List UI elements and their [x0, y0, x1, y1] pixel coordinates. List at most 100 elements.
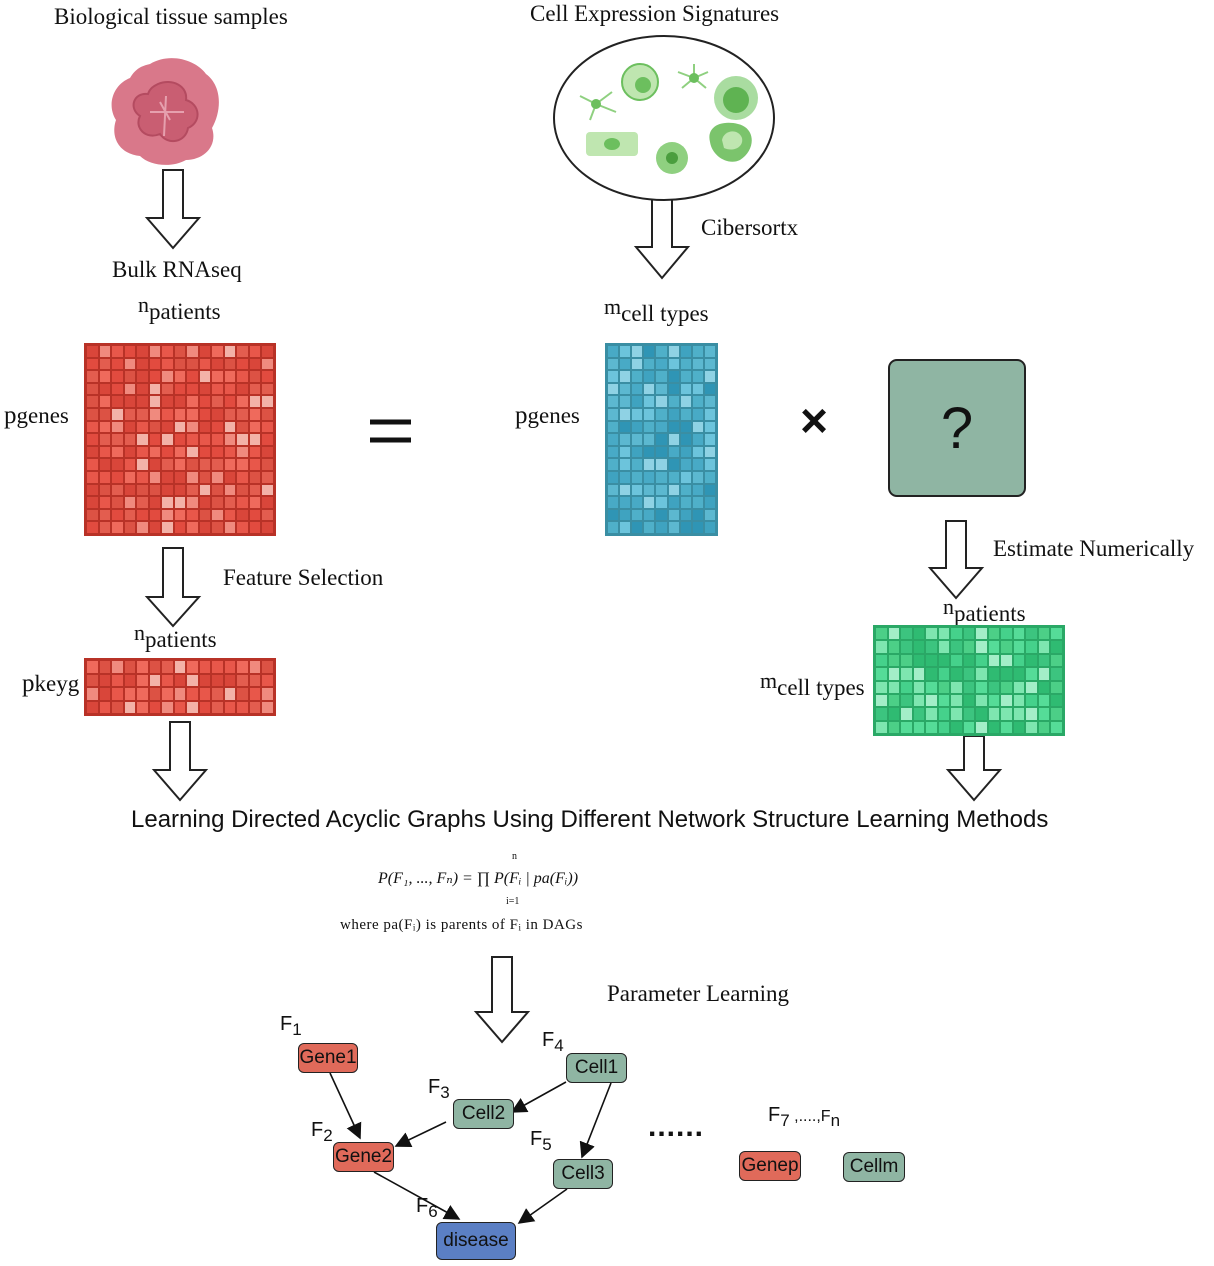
matrix-cell — [224, 446, 236, 458]
matrix-cell — [913, 681, 925, 693]
matrix-cell — [149, 396, 161, 407]
equals-sign — [370, 419, 411, 443]
matrix-cell — [913, 694, 925, 707]
matrix-cell — [87, 421, 98, 433]
matrix-cell — [262, 346, 273, 357]
edge-cell3-disease — [517, 1188, 568, 1224]
matrix-cell — [632, 446, 643, 458]
matrix-cell — [237, 674, 248, 686]
matrix-cell — [262, 409, 273, 420]
matrix-cell — [988, 628, 1000, 640]
matrix-cell — [644, 446, 655, 458]
matrix-cell — [632, 409, 643, 420]
matrix-cell — [124, 421, 136, 433]
matrix-cell — [262, 446, 273, 458]
matrix-cell — [187, 674, 198, 686]
matrix-cell — [876, 694, 887, 707]
block-arrow-fractions-to-dag — [945, 735, 1003, 802]
matrix-cell — [199, 396, 211, 407]
matrix-cell — [608, 434, 619, 445]
matrix-cell — [99, 497, 111, 508]
matrix-cell — [876, 654, 887, 667]
edge-cell1-cell3 — [579, 1082, 612, 1159]
matrix-cell — [237, 358, 248, 370]
matrix-cell — [692, 459, 703, 470]
matrix-cell — [99, 446, 111, 458]
matrix-cell — [199, 509, 211, 521]
matrix-cell — [704, 383, 715, 395]
matrix-cell — [262, 509, 273, 521]
matrix-cell — [608, 421, 619, 433]
matrix-cell — [87, 484, 98, 496]
matrix-cell — [668, 472, 679, 483]
matrix-cell — [212, 688, 223, 700]
matrix-cell — [668, 383, 679, 395]
matrix-cell — [704, 421, 715, 433]
matrix-cell — [99, 509, 111, 521]
matrix-cell — [249, 509, 261, 521]
matrix-cell — [187, 701, 198, 713]
formula-explanation: where pa(Fᵢ) is parents of Fᵢ in DAGs — [340, 917, 583, 933]
matrix-cell — [99, 371, 111, 382]
matrix-cell — [137, 688, 148, 700]
matrix-cell — [1038, 668, 1050, 680]
matrix-cell — [87, 459, 98, 470]
matrix-cell — [137, 661, 148, 673]
matrix-cell — [1026, 721, 1037, 733]
matrix-cell — [162, 701, 173, 713]
matrix-cell — [249, 371, 261, 382]
matrix-cell — [680, 346, 691, 357]
matrix-cell — [199, 674, 211, 686]
matrix-cell — [988, 668, 1000, 680]
matrix-cell — [632, 421, 643, 433]
matrix-cell — [901, 628, 912, 640]
matrix-cell — [656, 509, 667, 521]
matrix-cell — [112, 383, 123, 395]
matrix-cell — [262, 522, 273, 533]
matrix-cell — [644, 497, 655, 508]
matrix-cell — [212, 661, 223, 673]
matrix-cell — [187, 472, 198, 483]
matrix-cell — [888, 708, 900, 720]
matrix-cell — [174, 459, 186, 470]
matrix-cell — [87, 396, 98, 407]
matrix-cell — [99, 484, 111, 496]
matrix-cell — [249, 346, 261, 357]
matrix-cell — [224, 396, 236, 407]
matrix-cell — [620, 358, 631, 370]
matrix-cell — [1051, 694, 1062, 707]
matrix-cell — [668, 522, 679, 533]
matrix-cell — [632, 497, 643, 508]
matrix-cell — [951, 708, 962, 720]
matrix-cell — [1013, 641, 1025, 653]
matrix-cell — [162, 446, 173, 458]
matrix-cell — [149, 522, 161, 533]
matrix-cell — [668, 497, 679, 508]
signature-cols-label: mcell types — [604, 294, 709, 326]
matrix-cell — [212, 383, 223, 395]
matrix-cell — [976, 708, 987, 720]
matrix-cell — [199, 421, 211, 433]
matrix-cell — [262, 358, 273, 370]
matrix-cell — [913, 641, 925, 653]
matrix-cell — [262, 371, 273, 382]
matrix-cell — [249, 674, 261, 686]
matrix-cell — [644, 421, 655, 433]
matrix-cell — [99, 421, 111, 433]
matrix-cell — [680, 383, 691, 395]
matrix-cell — [87, 497, 98, 508]
matrix-cell — [608, 509, 619, 521]
matrix-cell — [187, 484, 198, 496]
edge-cell1-cell2 — [510, 1081, 567, 1113]
matrix-cell — [692, 434, 703, 445]
matrix-cell — [644, 484, 655, 496]
matrix-cell — [876, 628, 887, 640]
matrix-cell — [99, 701, 111, 713]
matrix-cell — [262, 459, 273, 470]
matrix-cell — [1038, 654, 1050, 667]
matrix-cell — [212, 522, 223, 533]
matrix-cell — [262, 688, 273, 700]
matrix-cell — [668, 509, 679, 521]
matrix-cell — [876, 721, 887, 733]
